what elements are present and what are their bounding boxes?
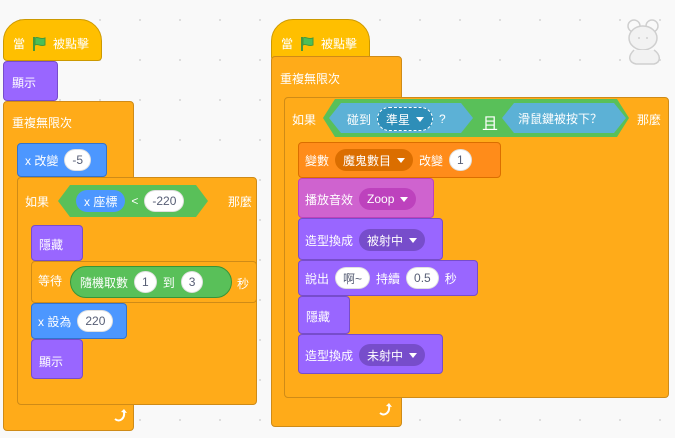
less-than-value[interactable]: -220 [144,190,184,212]
sound-dropdown[interactable]: Zoop [359,188,417,210]
if-label: 如果 [25,195,50,209]
chevron-down-icon [400,196,409,202]
hide-label-2: 隱藏 [306,310,331,324]
then-label-2: 那麼 [637,113,662,127]
loop-arrow-icon [114,409,127,422]
say-label: 說出 [305,271,330,286]
variable-dropdown[interactable]: 魔鬼數目 [335,149,414,171]
switch-costume-label-2: 造型換成 [305,348,354,363]
sprite-mascot-icon [627,19,660,65]
forever-label-2: 重複無限次 [280,72,341,86]
mouse-down-block[interactable]: 滑鼠鍵被按下？ [502,103,626,133]
touching-block[interactable]: 碰到 準星 ? [329,103,473,133]
set-x-block[interactable]: x 設為 220 [31,303,127,339]
seconds-label: 秒 [237,277,250,291]
variable-name: 魔鬼數目 [343,153,392,168]
green-flag-icon-2 [301,36,314,51]
play-sound-label: 播放音效 [305,192,354,207]
switch-costume-block-2[interactable]: 造型換成 未射中 [298,334,443,374]
wait-label: 等待 [38,274,63,288]
less-than-symbol: < [131,194,139,208]
costume-dropdown-2[interactable]: 未射中 [359,344,426,366]
chevron-down-icon [409,352,418,358]
pick-random-label: 隨機取數 [80,275,129,290]
when-label: 當 [13,37,26,51]
show-block[interactable]: 顯示 [3,61,58,101]
random-from-value[interactable]: 1 [134,271,157,293]
then-label: 那麼 [228,195,253,209]
costume-dropdown[interactable]: 被射中 [359,229,426,251]
change-x-block[interactable]: x 改變 -5 [17,143,107,177]
set-x-label: x 設為 [38,314,72,329]
and-label: 且 [482,116,499,133]
if-label-2: 如果 [292,113,317,127]
change-x-value[interactable]: -5 [64,149,92,171]
when-flag-clicked-block-2[interactable]: 當 被點擊 [271,19,370,61]
show-block-inner[interactable]: 顯示 [31,339,83,379]
random-to-label: 到 [162,275,175,290]
when-label-2: 當 [281,37,294,51]
costume-name: 被射中 [367,233,404,248]
green-flag-icon [33,36,46,51]
touching-label: 碰到 [347,112,372,127]
x-position-reporter[interactable]: x 座標 [76,190,125,212]
say-text-value[interactable]: 啊~ [335,267,371,289]
chevron-down-icon [397,157,406,163]
x-position-label: x 座標 [84,194,118,209]
random-to-value[interactable]: 3 [180,271,204,293]
less-than-hex: x 座標 < -220 [58,185,208,217]
say-seconds-label: 秒 [444,271,457,286]
for-label: 持續 [376,271,401,286]
hide-block[interactable]: 隱藏 [31,225,83,261]
mouse-down-label: 滑鼠鍵被按下？ [518,112,603,126]
change-x-label: x 改變 [25,153,59,168]
switch-costume-block[interactable]: 造型換成 被射中 [298,218,443,260]
say-secs-value[interactable]: 0.5 [406,267,439,289]
hide-block-2[interactable]: 隱藏 [298,296,350,334]
show-label: 顯示 [12,76,37,90]
loop-arrow-icon-2 [379,403,392,416]
variable-label: 變數 [305,153,330,168]
touching-target-label: 準星 [386,112,411,127]
clicked-label-2: 被點擊 [321,37,358,51]
change-label: 改變 [419,153,444,168]
set-x-value[interactable]: 220 [77,310,114,332]
when-flag-clicked-block[interactable]: 當 被點擊 [3,19,102,61]
sound-name: Zoop [367,192,395,206]
forever-label: 重複無限次 [12,116,73,130]
pick-random-operator[interactable]: 隨機取數 1 到 3 [70,266,232,298]
touching-target-dropdown[interactable]: 準星 [377,107,434,131]
costume-name-2: 未射中 [367,348,404,363]
hide-label: 隱藏 [39,238,64,252]
mouse-down-hex [502,103,626,133]
change-variable-block[interactable]: 變數 魔鬼數目 改變 1 [298,142,501,178]
chevron-down-icon [409,237,418,243]
play-sound-block[interactable]: 播放音效 Zoop [298,178,434,218]
clicked-label: 被點擊 [53,37,90,51]
question-mark: ? [439,112,446,126]
less-than-operator[interactable]: x 座標 < -220 [58,185,208,217]
switch-costume-label: 造型換成 [305,233,354,248]
show-inner-label: 顯示 [39,355,64,369]
chevron-down-icon [416,116,425,122]
change-variable-value[interactable]: 1 [449,149,472,171]
say-for-secs-block[interactable]: 說出 啊~ 持續 0.5 秒 [298,260,478,296]
